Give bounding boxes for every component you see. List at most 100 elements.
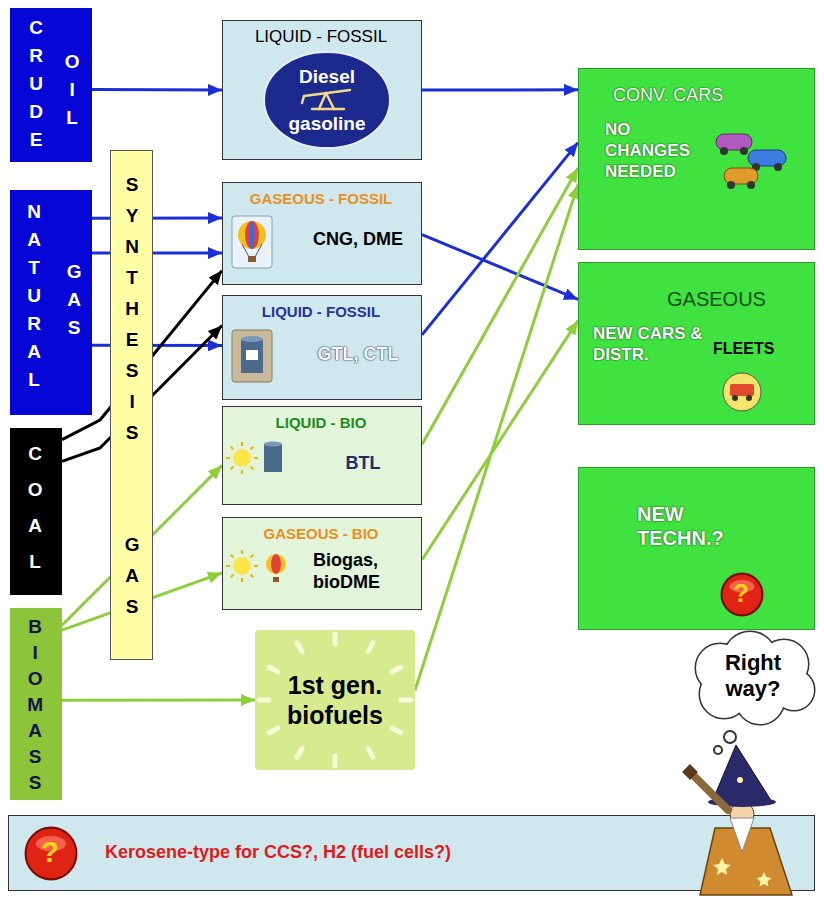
car-wheel xyxy=(740,147,748,155)
thought-bubble xyxy=(714,746,722,754)
box-label: NO CHANGES NEEDED xyxy=(605,119,709,182)
band-letters: OIL xyxy=(64,48,80,132)
wizard-hat xyxy=(712,745,772,802)
sun-balloon-icon xyxy=(226,550,286,582)
pumpjack-head xyxy=(302,96,304,103)
pumpjack-base xyxy=(312,108,344,111)
text-slot: COAL xyxy=(27,436,43,580)
source-band: COAL xyxy=(10,428,62,595)
box-heading: LIQUID - FOSSIL xyxy=(223,303,419,321)
barrel-top xyxy=(241,336,263,342)
fuel-name: Diesel gasoline xyxy=(277,53,377,147)
band-letters: GAS xyxy=(124,529,140,622)
sun-rays xyxy=(226,550,258,582)
cars-icon xyxy=(716,134,786,189)
balloon-stripe xyxy=(245,221,259,249)
bus-body xyxy=(730,384,754,396)
band-letters: CRUDE xyxy=(28,14,44,154)
flow-arrow xyxy=(92,88,222,91)
box-label: NEW TECHN.? xyxy=(637,502,741,550)
question-badge: ? xyxy=(24,826,78,881)
note-text: Kerosene-type for CCS?, H2 (fuel cells?) xyxy=(105,842,705,864)
thought-cloud: Right way? xyxy=(690,632,816,724)
car-body xyxy=(716,134,752,150)
balloon-icon xyxy=(232,216,272,268)
flow-arrow xyxy=(62,699,255,702)
text-slot: Kerosene-type for CCS?, H2 (fuel cells?) xyxy=(105,842,705,864)
balloon-envelope xyxy=(266,554,286,574)
text-slot: Biogas, bioDME xyxy=(313,550,413,593)
balloon-rope xyxy=(242,244,249,257)
fuel-name: CNG, DME xyxy=(301,229,415,251)
robe-star xyxy=(757,872,772,887)
sun-rays xyxy=(259,634,411,766)
text-slot: CONV. CARS xyxy=(613,85,803,107)
node-outline xyxy=(262,50,392,150)
fuel-oval: Diesel gasoline xyxy=(262,50,392,150)
text-slot: 1st gen. biofuels xyxy=(260,670,410,730)
car-wheel xyxy=(752,163,760,171)
text-slot: Right way? xyxy=(708,650,798,702)
band-letters: NATURAL xyxy=(26,198,42,394)
car-wheel xyxy=(747,181,755,189)
box-heading: LIQUID - BIO xyxy=(223,414,419,432)
band-letters: GAS xyxy=(66,258,82,342)
barrel-body xyxy=(264,444,282,472)
barrel-icon xyxy=(232,330,272,382)
fleet-icon xyxy=(723,373,761,411)
source-band: NATURAL GAS xyxy=(10,190,92,415)
text-slot: BIOMASS xyxy=(27,614,43,796)
wizard-robe xyxy=(700,828,792,895)
telescope xyxy=(690,772,728,810)
text-slot: SYNTHESIS xyxy=(124,169,140,448)
wizard-face xyxy=(730,802,754,826)
text-slot: FLEETS xyxy=(713,339,803,358)
balloon-stripe xyxy=(250,221,255,249)
vehicle-box: NEW TECHN.?? xyxy=(578,467,815,630)
sun-rays xyxy=(226,442,258,474)
fuel-box: GASEOUS - FOSSIL CNG, DME xyxy=(222,182,422,285)
flow-arrow xyxy=(422,168,578,445)
box-heading: GASEOUS - FOSSIL xyxy=(223,190,419,208)
text-slot: BTL xyxy=(311,453,415,475)
text-slot: NEW TECHN.? xyxy=(637,502,741,550)
source-band: CRUDE OIL xyxy=(10,8,92,162)
text-slot: CRUDE xyxy=(28,14,44,154)
box-heading: CONV. CARS xyxy=(613,85,803,107)
text-slot: GASEOUS xyxy=(667,287,807,311)
synthesis-band: SYNTHESIS GAS xyxy=(110,150,153,660)
box-label: NEW CARS & DISTR. xyxy=(593,323,705,365)
balloon-envelope xyxy=(238,221,266,249)
text-slot: ? xyxy=(720,572,762,614)
flow-arrow xyxy=(422,235,578,300)
text-slot: GASEOUS - BIO xyxy=(223,525,419,543)
car-body xyxy=(724,168,758,184)
flow-arrow xyxy=(415,184,578,690)
sun-barrel-icon xyxy=(226,442,282,475)
hat-brim xyxy=(708,797,776,807)
fuel-box: LIQUID - BIO BTL xyxy=(222,406,422,505)
question-badge: ? xyxy=(720,572,764,617)
robe-star xyxy=(713,858,731,875)
text-slot: GTL, CTL xyxy=(301,344,415,366)
text-slot: NATURAL xyxy=(26,198,42,394)
wizard-figure xyxy=(686,731,792,895)
band-letters: COAL xyxy=(27,436,43,580)
bus-wheel xyxy=(732,395,738,401)
fuel-box: GASEOUS - BIO Biogas, bioDME xyxy=(222,517,422,610)
balloon-basket xyxy=(273,577,279,582)
box-label: FLEETS xyxy=(713,339,803,358)
text-slot: ? xyxy=(24,826,76,878)
text-slot: OIL xyxy=(64,48,80,132)
text-slot: LIQUID - FOSSIL xyxy=(223,27,419,47)
fuel-name: 1st gen. biofuels xyxy=(260,670,410,730)
text-slot: GAS xyxy=(66,258,82,342)
hat-star xyxy=(737,777,743,783)
bus-wheel xyxy=(746,395,752,401)
fleet-badge xyxy=(723,373,761,411)
fuel-box: LIQUID - FOSSIL GTL, CTL xyxy=(222,295,422,400)
band-letters: SYNTHESIS xyxy=(124,169,140,448)
barrel-top xyxy=(264,442,282,447)
fuel-box: LIQUID - FOSSIL Diesel gasoline xyxy=(222,20,422,160)
